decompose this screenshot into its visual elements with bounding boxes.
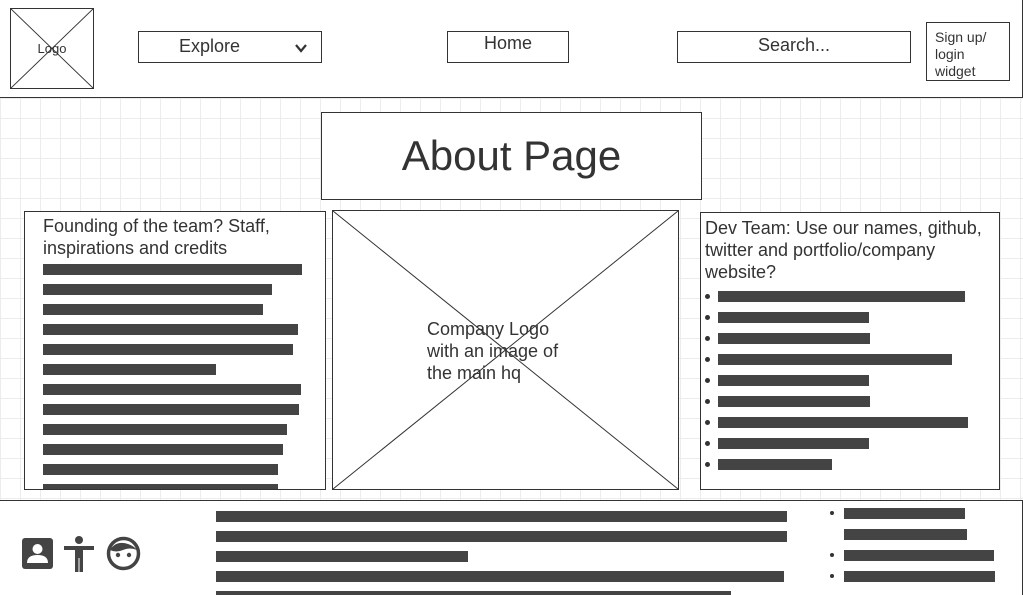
dev-link-placeholder[interactable]: [718, 459, 832, 470]
text-placeholder-bar: [43, 344, 293, 355]
dev-link-placeholder[interactable]: [718, 333, 870, 344]
text-placeholder-bar: [43, 324, 298, 335]
search-placeholder: Search...: [757, 35, 831, 55]
image-placeholder-x: [333, 211, 678, 489]
signup-login-widget[interactable]: Sign up/ login widget: [926, 22, 1010, 81]
dev-link-placeholder[interactable]: [718, 438, 869, 449]
bullet: [705, 420, 710, 425]
dev-link-placeholder[interactable]: [718, 396, 870, 407]
text-placeholder-bar: [43, 484, 278, 489]
dev-team-panel: Dev Team: Use our names, github, twitter…: [700, 212, 1000, 490]
company-logo-caption: Company Logo with an image of the main h…: [427, 318, 558, 384]
text-placeholder-bar: [43, 364, 216, 375]
page-title-box: About Page: [321, 112, 702, 200]
team-founding-heading: Founding of the team? Staff, inspiration…: [43, 215, 270, 259]
footer-text-placeholder: [216, 511, 787, 522]
bullet: [705, 315, 710, 320]
header: Logo Explore Home Search... Sign up/ log…: [0, 0, 1023, 98]
dev-link-placeholder[interactable]: [718, 291, 965, 302]
heading-line: Dev Team: Use our names, github,: [705, 218, 982, 238]
text-placeholder-bar: [43, 284, 272, 295]
footer-link-placeholder[interactable]: [844, 508, 965, 519]
text-placeholder-bar: [43, 404, 299, 415]
text-placeholder-bar: [43, 304, 263, 315]
footer: [0, 500, 1023, 595]
dev-link-placeholder[interactable]: [718, 417, 968, 428]
bullet: [705, 441, 710, 446]
chevron-down-icon: [295, 44, 307, 53]
contact-card-icon[interactable]: [22, 538, 53, 569]
heading-line: twitter and portfolio/company: [705, 240, 936, 260]
bullet: [830, 553, 834, 557]
dev-link-placeholder[interactable]: [718, 312, 869, 323]
bullet: [830, 574, 834, 578]
text-placeholder-bar: [43, 424, 287, 435]
company-logo-image: Company Logo with an image of the main h…: [332, 210, 679, 490]
footer-link-placeholder[interactable]: [844, 550, 994, 561]
logo-placeholder-x: [11, 9, 93, 88]
dev-link-placeholder[interactable]: [718, 354, 952, 365]
heading-line: website?: [705, 262, 777, 282]
caption-line: the main hq: [427, 363, 522, 383]
text-placeholder-bar: [43, 464, 278, 475]
footer-text-placeholder: [216, 571, 784, 582]
heading-line: Founding of the team? Staff,: [43, 216, 270, 236]
heading-line: inspirations and credits: [43, 238, 228, 258]
footer-text-placeholder: [216, 531, 787, 542]
logo[interactable]: Logo: [10, 8, 94, 89]
team-founding-panel: Founding of the team? Staff, inspiration…: [24, 211, 326, 490]
text-placeholder-bar: [43, 384, 301, 395]
signup-line: Sign up/: [935, 29, 987, 45]
footer-text-placeholder: [216, 551, 468, 562]
footer-text-placeholder: [216, 591, 731, 595]
explore-label: Explore: [179, 36, 241, 56]
home-label: Home: [483, 33, 532, 53]
dev-team-heading: Dev Team: Use our names, github, twitter…: [705, 217, 982, 283]
explore-dropdown[interactable]: Explore: [138, 31, 322, 63]
search-input[interactable]: Search...: [677, 31, 911, 63]
dev-link-placeholder[interactable]: [718, 375, 869, 386]
page-title: About Page: [401, 132, 622, 179]
signup-line: login: [935, 46, 965, 62]
text-placeholder-bar: [43, 444, 283, 455]
caption-line: Company Logo: [427, 319, 550, 339]
bullet: [705, 399, 710, 404]
footer-link-placeholder[interactable]: [844, 571, 995, 582]
home-button[interactable]: Home: [447, 31, 569, 63]
text-placeholder-bar: [43, 264, 302, 275]
caption-line: with an image of: [427, 341, 559, 361]
bullet: [705, 462, 710, 467]
logo-label: Logo: [37, 41, 67, 56]
bullet: [705, 294, 710, 299]
footer-link-placeholder[interactable]: [844, 529, 967, 540]
bullet: [705, 378, 710, 383]
bullet: [705, 357, 710, 362]
face-icon[interactable]: [106, 536, 141, 571]
signup-line: widget: [935, 63, 976, 79]
bullet: [830, 511, 834, 515]
accessibility-icon[interactable]: [62, 536, 96, 572]
bullet: [705, 336, 710, 341]
